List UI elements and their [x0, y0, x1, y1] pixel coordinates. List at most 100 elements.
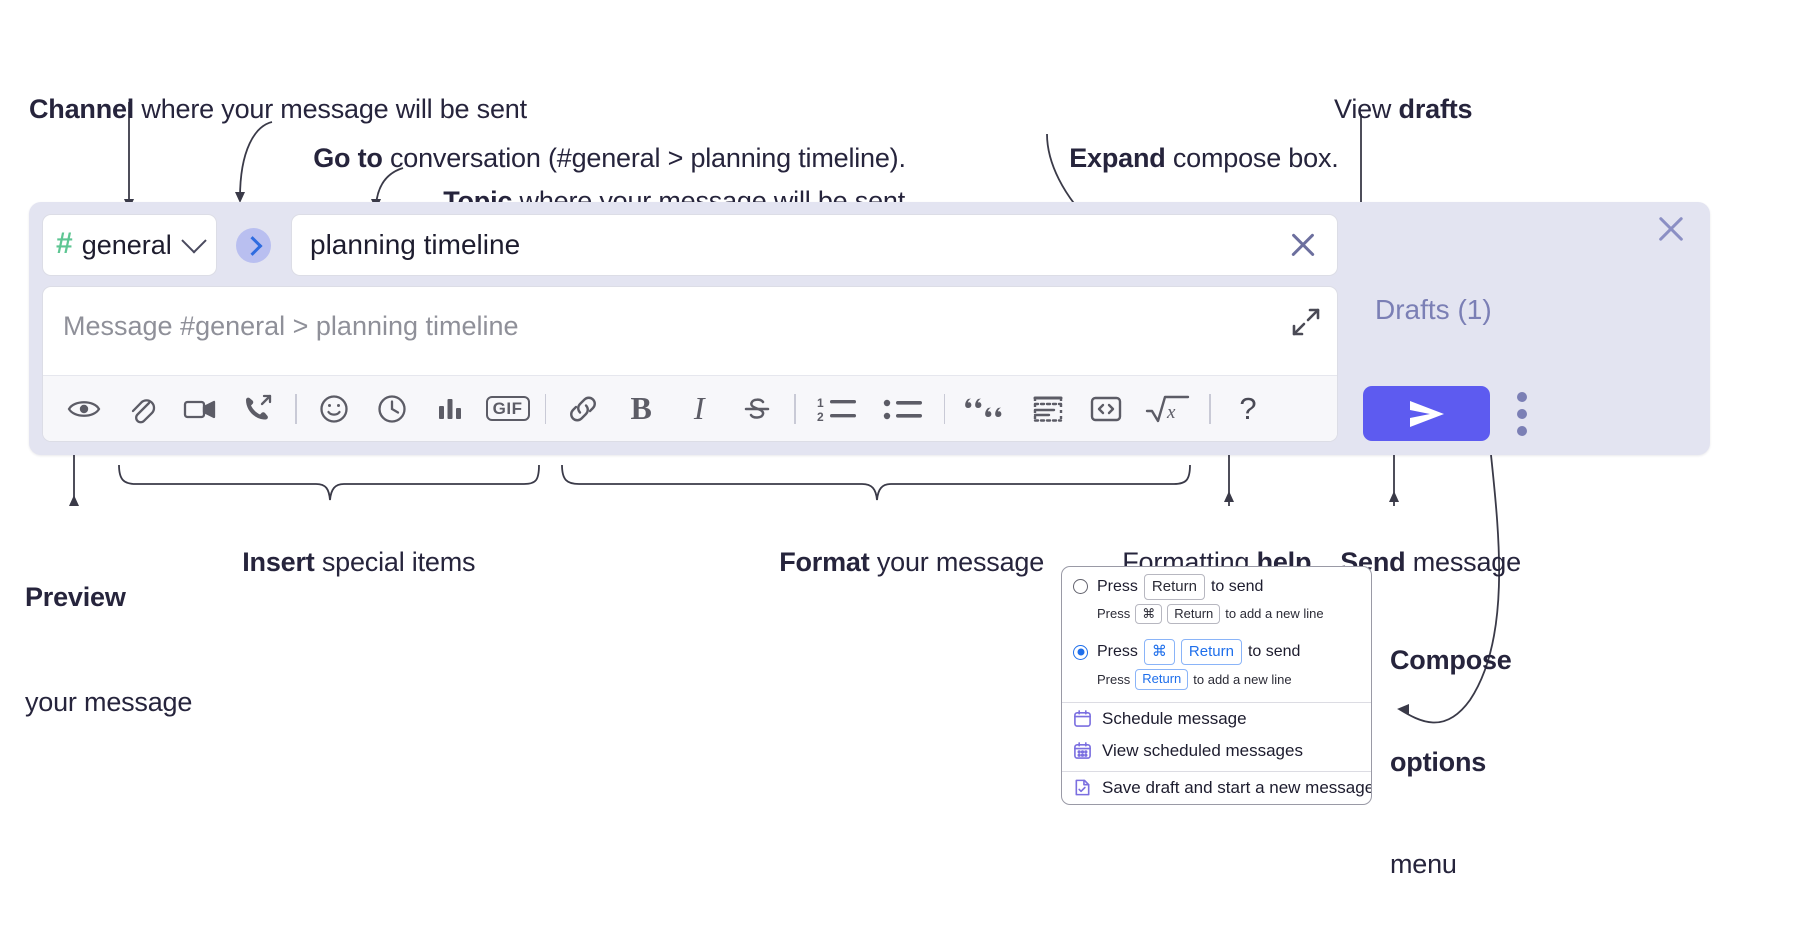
attachment-icon[interactable]: [119, 386, 165, 432]
gif-icon[interactable]: GIF: [485, 386, 531, 432]
close-icon[interactable]: [1654, 212, 1688, 246]
annotation-compose-plain: menu: [1390, 849, 1457, 879]
clock-icon[interactable]: [369, 386, 415, 432]
channel-selector[interactable]: # general: [42, 214, 217, 276]
compose-inner: # general planning timeline Message #gen…: [42, 214, 1338, 442]
annotation-preview-bold: Preview: [25, 582, 126, 612]
close-icon[interactable]: [1287, 229, 1319, 261]
kebab-dot: [1517, 426, 1527, 436]
calendar-grid-icon: [1073, 741, 1092, 760]
key-cmd: ⌘: [1143, 639, 1175, 665]
option-sub-pre: Press: [1097, 606, 1131, 622]
annotation-drafts-plain: View: [1334, 94, 1399, 124]
key-cmd: ⌘: [1135, 603, 1163, 625]
message-placeholder: Message #general > planning timeline: [63, 311, 519, 341]
annotation-channel-rest: where your message will be sent: [134, 94, 527, 124]
compose-options-button[interactable]: [1509, 388, 1535, 440]
key-return: Return: [1180, 639, 1242, 665]
menu-item-label: View scheduled messages: [1102, 740, 1303, 760]
menu-item-label: Schedule message: [1102, 708, 1247, 728]
topic-value: planning timeline: [310, 229, 521, 260]
annotation-expand-bold: Expand: [1069, 143, 1166, 173]
bulleted-list-icon[interactable]: [876, 386, 930, 432]
radio-button-selected[interactable]: [1073, 644, 1088, 660]
code-icon[interactable]: [1083, 386, 1129, 432]
annotation-send: Send message: [1311, 510, 1521, 615]
video-icon[interactable]: [177, 386, 223, 432]
italic-label: I: [693, 390, 705, 426]
svg-text:1: 1: [817, 396, 824, 410]
send-paper-plane-icon: [1409, 400, 1444, 427]
option-pre-text: Press: [1097, 643, 1138, 661]
send-button[interactable]: [1363, 386, 1490, 441]
toolbar-separator: [794, 393, 796, 424]
audio-call-icon[interactable]: [235, 386, 281, 432]
bold-label: B: [630, 390, 652, 426]
hash-icon: #: [56, 227, 73, 260]
gif-label: GIF: [485, 396, 530, 421]
channel-name: general: [81, 229, 172, 260]
kebab-dot: [1517, 409, 1527, 419]
drafts-link[interactable]: Drafts (1): [1375, 294, 1492, 325]
blockquote-icon[interactable]: [959, 386, 1013, 432]
preview-icon[interactable]: [61, 386, 107, 432]
option-post-text: to send: [1247, 643, 1301, 661]
message-input-box[interactable]: Message #general > planning timeline: [42, 286, 1338, 442]
poll-icon[interactable]: [427, 386, 473, 432]
annotation-goto: Go to conversation (#general > planning …: [284, 106, 906, 211]
send-option-return-sub: Press ⌘ Return to add a new line: [1062, 602, 1371, 633]
key-return: Return: [1143, 574, 1205, 600]
annotation-preview-rest: your message: [25, 687, 193, 717]
chevron-down-icon: [181, 228, 207, 254]
compose-header-row: # general planning timeline: [42, 214, 1338, 276]
send-option-cmd-return-sub: Press Return to add a new line: [1062, 667, 1371, 698]
menu-item-schedule-message[interactable]: Schedule message: [1062, 703, 1371, 735]
menu-item-label: Save draft and start a new message: [1102, 777, 1372, 797]
topic-field[interactable]: planning timeline: [291, 214, 1338, 276]
annotation-format: Format your message: [750, 510, 1044, 615]
svg-text:2: 2: [817, 410, 824, 423]
annotation-expand-rest: compose box.: [1165, 143, 1339, 173]
bold-icon[interactable]: B: [618, 386, 664, 432]
annotation-format-bold: Format: [779, 547, 870, 577]
goto-conversation-button[interactable]: [236, 228, 271, 263]
math-icon[interactable]: x: [1141, 386, 1195, 432]
chevron-right-icon: [242, 235, 262, 256]
italic-icon[interactable]: I: [676, 386, 722, 432]
ordered-list-icon[interactable]: 1 2: [810, 386, 864, 432]
send-option-return[interactable]: Press Return to send: [1062, 567, 1371, 602]
option-sub-post: to add a new line: [1193, 671, 1292, 687]
link-icon[interactable]: [560, 386, 606, 432]
formatting-toolbar: GIF B I: [43, 375, 1337, 441]
calendar-icon: [1073, 709, 1092, 728]
option-pre-text: Press: [1097, 577, 1138, 595]
strikethrough-icon[interactable]: [734, 386, 780, 432]
radio-button[interactable]: [1073, 579, 1088, 595]
compose-panel: Drafts (1) # general: [29, 202, 1710, 455]
menu-item-view-scheduled[interactable]: View scheduled messages: [1062, 735, 1371, 767]
emoji-icon[interactable]: [311, 386, 357, 432]
compose-options-menu: Press Return to send Press ⌘ Return to a…: [1061, 566, 1372, 805]
annotation-channel-bold: Channel: [29, 94, 135, 124]
key-return: Return: [1135, 668, 1189, 690]
annotation-compose-bold2: options: [1390, 747, 1487, 777]
expand-icon[interactable]: [1291, 307, 1321, 337]
toolbar-separator: [544, 393, 547, 424]
send-option-cmd-return[interactable]: Press ⌘ Return to send: [1062, 632, 1371, 667]
annotation-insert-rest: special items: [314, 547, 476, 577]
code-block-icon[interactable]: [1025, 386, 1071, 432]
option-sub-pre: Press: [1097, 671, 1131, 687]
annotation-format-rest: your message: [869, 547, 1045, 577]
annotation-compose-bold1: Compose: [1390, 645, 1512, 675]
help-label: ?: [1239, 391, 1257, 426]
menu-item-save-draft[interactable]: Save draft and start a new message: [1062, 772, 1371, 804]
annotation-preview: Preview your message: [25, 510, 192, 790]
annotation-compose-options: Compose options menu: [1390, 575, 1512, 949]
option-sub-post: to add a new line: [1225, 606, 1324, 622]
send-option-return-label: Press Return to send: [1097, 574, 1263, 600]
help-icon[interactable]: ?: [1225, 386, 1271, 432]
toolbar-separator: [943, 393, 946, 424]
key-return: Return: [1167, 603, 1221, 625]
annotation-goto-rest: conversation (#general > planning timeli…: [382, 143, 906, 173]
